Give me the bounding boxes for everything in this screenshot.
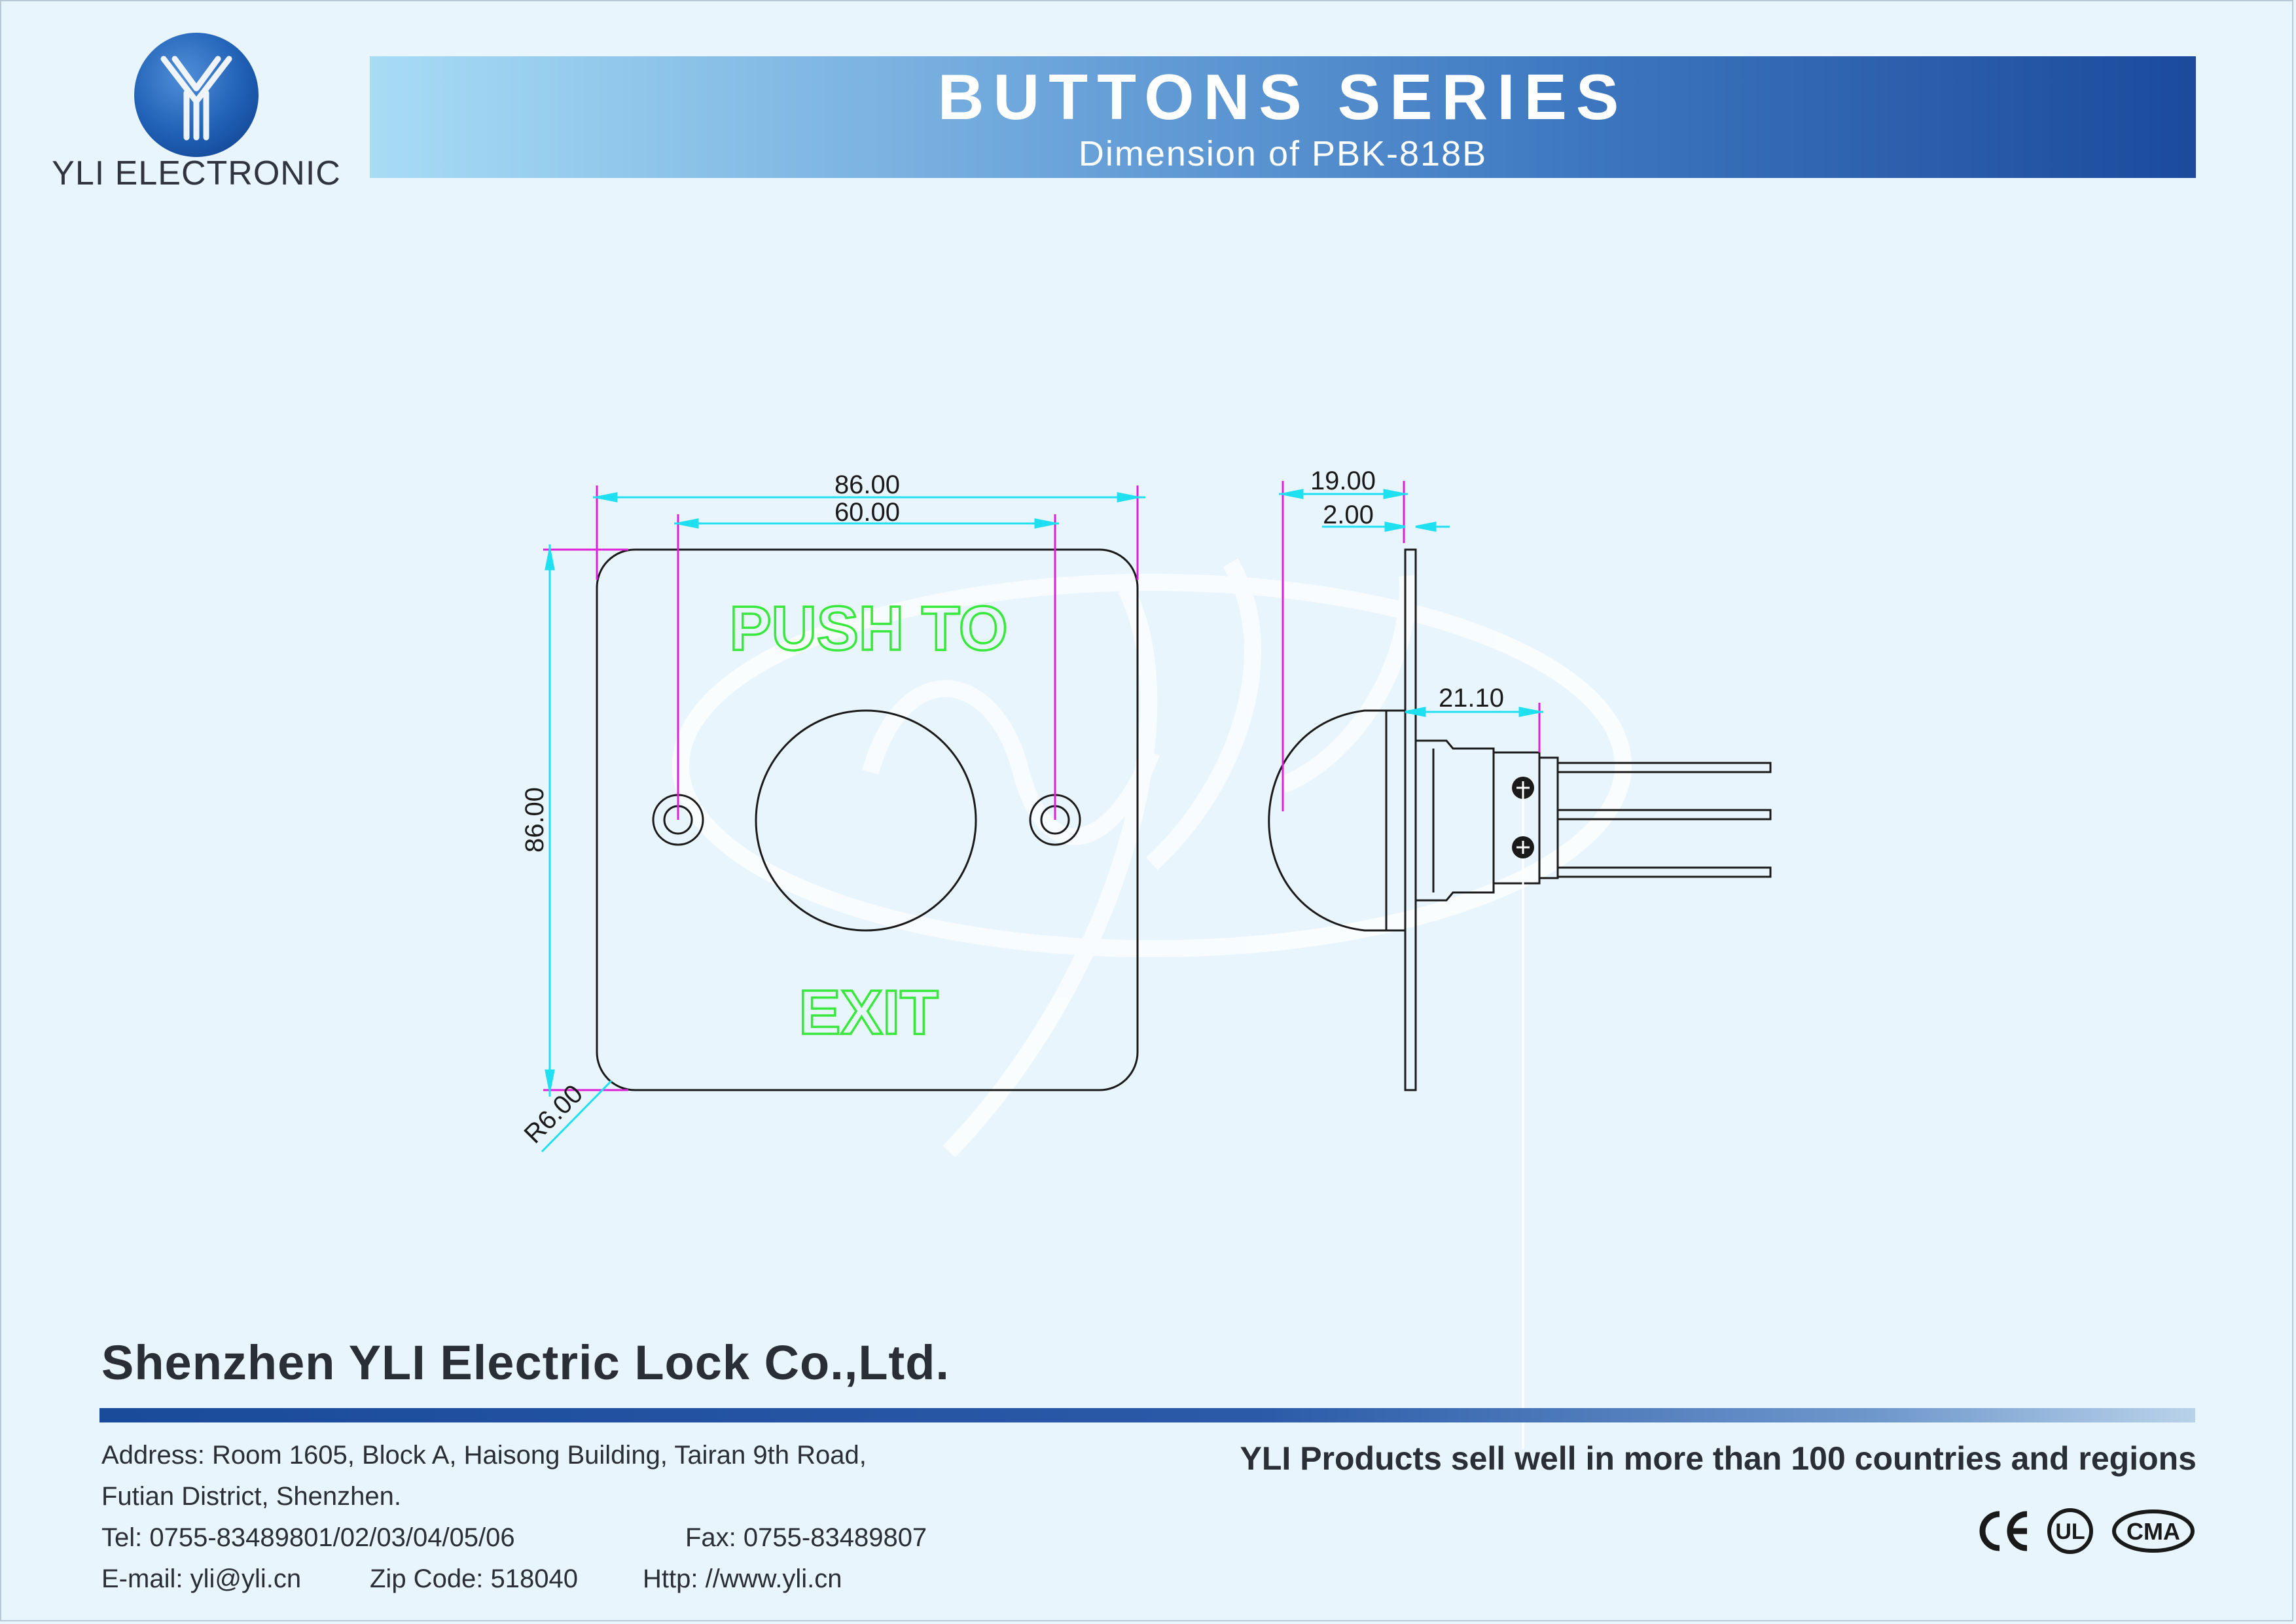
- dim-side-depth: 19.00: [1310, 467, 1376, 495]
- page-subtitle: Dimension of PBK-818B: [1078, 134, 1488, 173]
- page-title: BUTTONS SERIES: [937, 61, 1628, 133]
- cma-mark-text: CMA: [2126, 1518, 2180, 1545]
- zip-info: Zip Code: 518040: [370, 1564, 579, 1593]
- y-logo-icon: [160, 56, 232, 141]
- pin-middle: [1556, 809, 1772, 821]
- terminal-block: [1492, 751, 1541, 885]
- front-dimension-lines: [541, 492, 1145, 1153]
- terminal-screws: [1512, 777, 1534, 1449]
- slogan: YLI Products sell well in more than 100 …: [1240, 1440, 2197, 1477]
- ul-mark-icon: UL: [2047, 1508, 2093, 1554]
- company-name: Shenzhen YLI Electric Lock Co.,Ltd.: [101, 1335, 950, 1390]
- email-info: E-mail: yli@yli.cn: [101, 1564, 302, 1593]
- push-button-circle: [755, 709, 977, 932]
- address-line-2: Futian District, Shenzhen.: [101, 1482, 401, 1511]
- side-view: [1268, 548, 1772, 1091]
- dim-front-height: 86.00: [520, 787, 549, 853]
- plate-text-exit: EXIT: [798, 978, 938, 1048]
- website-info: Http: //www.yli.cn: [643, 1564, 842, 1593]
- ul-mark-text: UL: [2055, 1519, 2085, 1544]
- company-logo: YLI ELECTRONIC: [46, 33, 360, 196]
- pin-top: [1556, 762, 1772, 773]
- logo-emblem: [134, 33, 259, 157]
- dim-hole-spacing: 60.00: [834, 498, 900, 527]
- dim-front-width: 86.00: [834, 470, 900, 499]
- ce-mark-icon: [1979, 1511, 2028, 1551]
- side-plate: [1404, 548, 1417, 1091]
- header-banner: BUTTONS SERIES Dimension of PBK-818B: [370, 56, 2196, 178]
- front-plate-outline: [596, 548, 1139, 1091]
- switch-body: [1416, 739, 1495, 902]
- yli-watermark: [672, 558, 1632, 1158]
- side-dimension-texts: 19.00 2.00 21.10: [1310, 467, 1504, 713]
- tel-info: Tel: 0755-83489801/02/03/04/05/06: [101, 1523, 515, 1552]
- dim-body-length: 21.10: [1439, 684, 1504, 713]
- front-extension-lines: [543, 485, 1139, 1091]
- logo-text: YLI ELECTRONIC: [52, 154, 341, 192]
- fax-info: Fax: 0755-83489807: [685, 1523, 927, 1552]
- button-dome: [1268, 709, 1388, 932]
- plate-text-push-to: PUSH TO: [730, 593, 1008, 663]
- address-line-1: Address: Room 1605, Block A, Haisong Bui…: [101, 1441, 867, 1470]
- footer-divider: [99, 1408, 2195, 1422]
- certification-marks: UL CMA: [1967, 1505, 2196, 1557]
- side-dimension-lines: [1279, 489, 1543, 717]
- cma-mark-icon: CMA: [2112, 1509, 2195, 1553]
- pin-bottom: [1556, 866, 1772, 878]
- dim-plate-thickness: 2.00: [1323, 501, 1374, 529]
